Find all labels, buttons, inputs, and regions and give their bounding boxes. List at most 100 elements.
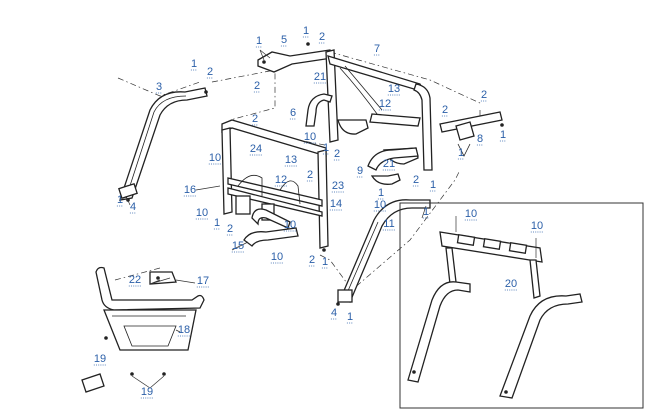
callout-number: 1 (303, 25, 309, 37)
callout-number: 1 (323, 142, 329, 154)
callout-c10f: 10 (530, 220, 544, 233)
callout-c4b: 4 (330, 307, 338, 320)
callout-c2j: 2 (226, 223, 234, 236)
callout-c13b: 13 (284, 154, 298, 167)
callout-c17: 17 (196, 275, 210, 288)
callout-number: 1 (117, 194, 123, 206)
callout-number: 11 (383, 218, 394, 230)
callout-number: 10 (196, 207, 208, 219)
callout-number: 2 (334, 148, 340, 160)
callout-c10b: 10 (208, 152, 222, 165)
part-center-frame (221, 119, 329, 252)
callout-c21b: 21 (382, 158, 396, 171)
callout-number: 22 (129, 274, 141, 286)
callout-number: 1 (214, 217, 220, 229)
callout-c19a: 19 (93, 353, 107, 366)
callout-number: 19 (94, 353, 106, 365)
part-lower-guard-assembly (81, 266, 205, 393)
callout-number: 1 (191, 58, 197, 70)
callout-number: 2 (481, 89, 487, 101)
callout-c20: 20 (504, 278, 518, 291)
callout-c14: 14 (329, 198, 343, 211)
callout-c12a: 12 (378, 98, 392, 111)
callout-c16: 16 (183, 184, 197, 197)
callout-c2i: 2 (412, 174, 420, 187)
callout-number: 7 (374, 43, 380, 55)
callout-c1g: 1 (429, 179, 437, 192)
callout-c1e: 1 (499, 129, 507, 142)
callout-c10g: 10 (283, 219, 297, 232)
callout-number: 18 (178, 324, 190, 336)
callout-number: 9 (357, 165, 363, 177)
detail-inset (399, 202, 644, 409)
callout-number: 23 (332, 180, 344, 192)
callout-number: 24 (250, 143, 262, 155)
callout-c5: 5 (280, 34, 288, 47)
callout-number: 1 (322, 256, 328, 268)
callout-number: 19 (141, 386, 153, 398)
callout-number: 12 (275, 174, 287, 186)
callout-c7: 7 (373, 43, 381, 56)
callout-number: 8 (477, 133, 483, 145)
callout-c22: 22 (128, 274, 142, 287)
callout-c8: 8 (476, 133, 484, 146)
callout-number: 15 (232, 240, 244, 252)
callout-number: 1 (500, 129, 506, 141)
callout-number: 2 (319, 31, 325, 43)
callout-c1f: 1 (457, 147, 465, 160)
callout-c1d: 1 (322, 142, 330, 155)
callout-number: 2 (413, 174, 419, 186)
callout-c2b: 2 (206, 66, 214, 79)
callout-c10d: 10 (195, 207, 209, 220)
callout-number: 21 (314, 71, 326, 83)
callout-number: 14 (330, 198, 342, 210)
callout-number: 5 (281, 34, 287, 46)
callout-c12b: 12 (274, 174, 288, 187)
callout-number: 1 (378, 187, 384, 199)
callout-c10h: 10 (270, 251, 284, 264)
callout-c15: 15 (231, 240, 245, 253)
callout-number: 1 (256, 35, 262, 47)
callout-number: 2 (442, 104, 448, 116)
callout-c2e: 2 (441, 104, 449, 117)
callout-number: 1 (458, 147, 464, 159)
callout-number: 10 (271, 251, 283, 263)
callout-number: 20 (505, 278, 517, 290)
callout-c4a: 4 (129, 201, 137, 214)
callout-number: 12 (379, 98, 391, 110)
callout-c13a: 13 (387, 83, 401, 96)
callout-number: 10 (465, 208, 477, 220)
callout-number: 17 (197, 275, 209, 287)
callout-c18: 18 (177, 324, 191, 337)
callout-number: 1 (430, 179, 436, 191)
callout-c1b: 1 (302, 25, 310, 38)
callout-number: 2 (227, 223, 233, 235)
callout-number: 3 (156, 81, 162, 93)
callout-c1c: 1 (190, 58, 198, 71)
callout-number: 13 (388, 83, 400, 95)
callout-number: 10 (284, 219, 296, 231)
callout-c1k: 1 (213, 217, 221, 230)
callout-c23: 23 (331, 180, 345, 193)
assembly-leader-lines (114, 51, 483, 291)
callout-c11: 11 (382, 218, 396, 231)
callout-number: 10 (304, 131, 316, 143)
callout-number: 2 (207, 66, 213, 78)
callout-c2f: 2 (251, 113, 259, 126)
callout-c1l: 1 (321, 256, 329, 269)
callout-number: 2 (252, 113, 258, 125)
callout-number: 13 (285, 154, 297, 166)
callout-c6: 6 (289, 107, 297, 120)
callout-c1a: 1 (255, 35, 263, 48)
callout-number: 10 (209, 152, 221, 164)
callout-number: 4 (331, 307, 337, 319)
part-upper-left-connector (257, 42, 333, 73)
callout-number: 2 (254, 80, 260, 92)
callout-number: 16 (184, 184, 196, 196)
pointer-lines (125, 49, 427, 333)
callout-c10e: 10 (464, 208, 478, 221)
callout-c1i: 1 (116, 194, 124, 207)
callout-c2c: 2 (253, 80, 261, 93)
callout-c2k: 2 (308, 254, 316, 267)
